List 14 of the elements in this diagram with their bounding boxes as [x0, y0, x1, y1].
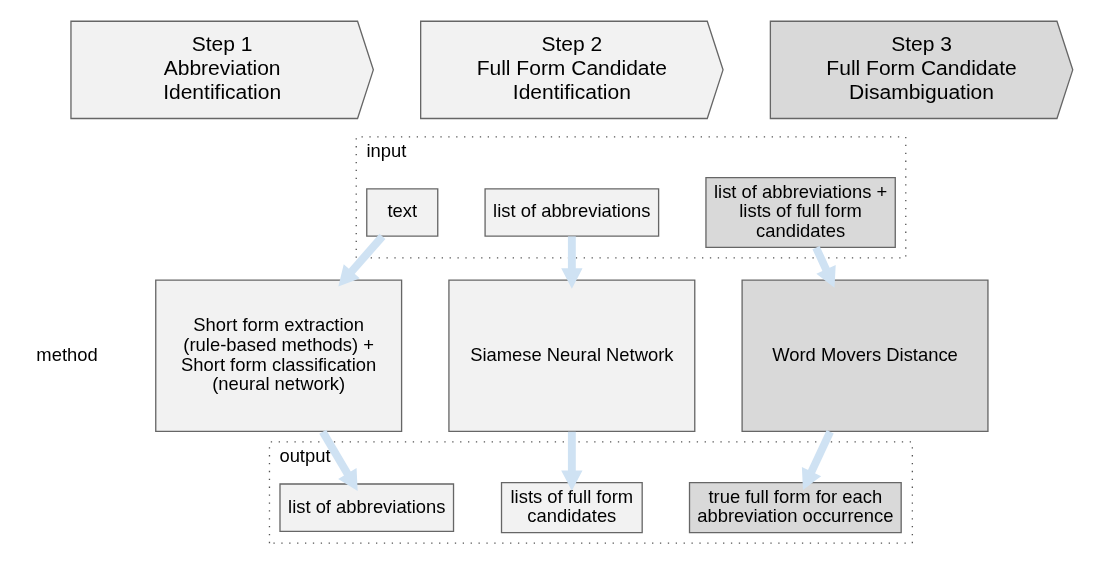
- node-box: list of abbreviations + lists of full form candidates: [705, 177, 896, 248]
- arrow: [812, 245, 836, 288]
- node-box: list of abbreviations: [279, 483, 455, 532]
- label: method: [36, 343, 98, 365]
- node-box: Short form extraction (rule-based methods) + Short form classification (neural network): [155, 279, 403, 433]
- node-box: true full form for each abbreviation occurrence: [688, 482, 902, 534]
- node-box: Word Movers Distance: [741, 279, 989, 433]
- node-box: text: [366, 188, 439, 237]
- arrow: [319, 429, 358, 491]
- node-box: list of abbreviations: [484, 188, 660, 237]
- arrow: [561, 236, 583, 289]
- arrow: [561, 431, 583, 491]
- node-box: Siamese Neural Network: [448, 279, 696, 433]
- node-box: lists of full form candidates: [500, 482, 643, 534]
